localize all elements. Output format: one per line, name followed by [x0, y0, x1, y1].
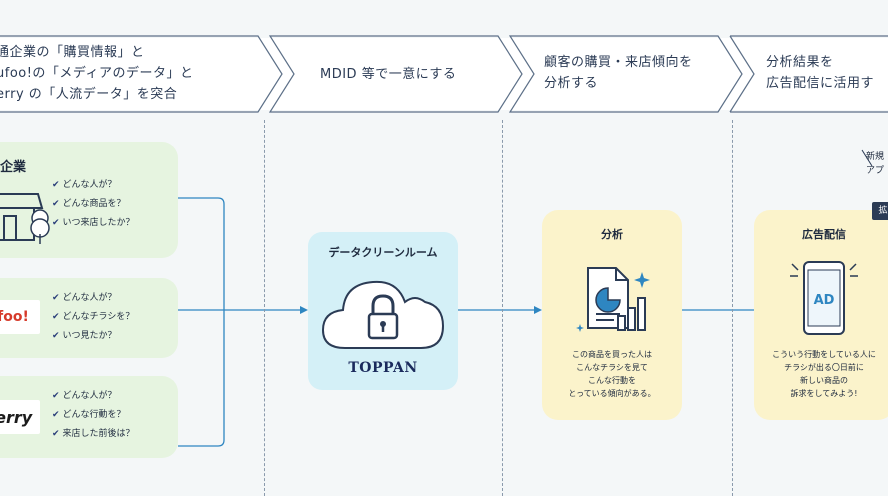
check-item: どんな人が？ [52, 387, 135, 406]
analysis-box: 分析 この商品を買った人は こんなチラシを見て こんな行動を とっている傾向があ… [542, 210, 682, 420]
stage-2-chevron [268, 35, 523, 113]
report-chart-icon [576, 267, 650, 332]
stage-3-chevron [508, 35, 743, 113]
stage-1-chevron [0, 35, 283, 113]
ad-delivery-title: 広告配信 [802, 228, 846, 241]
shufoo-logo-text: ufoo! [0, 309, 29, 325]
check-item: いつ来店したか？ [52, 214, 135, 233]
stage-2-text: MDID 等で一意にする [320, 67, 457, 82]
stage-4-text: 分析結果を 広告配信に活用す [766, 55, 875, 91]
analysis-title: 分析 [601, 228, 623, 241]
arrowhead-analysis [534, 306, 542, 314]
stage-4-chevron [729, 35, 888, 113]
stage-divider-1 [264, 120, 265, 496]
stage-divider-2 [502, 120, 503, 496]
check-item: どんなチラシを？ [52, 308, 135, 327]
source-retailer-name: 企業 [0, 160, 27, 175]
note-connector [861, 149, 873, 167]
stage-header-band [0, 38, 888, 110]
check-item: どんな人が？ [52, 176, 135, 195]
ad-screen-text: AD [814, 293, 835, 308]
analysis-description: この商品を買った人は こんなチラシを見て こんな行動を とっている傾向がある。 [568, 350, 656, 398]
stage-1-text: 通企業の「購買情報」と ufoo!の「メディアのデータ」と erry の「人流デ… [0, 45, 194, 102]
check-item: どんな商品を？ [52, 195, 135, 214]
stage-3-text: 顧客の購買・来店傾向を 分析する [544, 55, 693, 91]
stage-divider-3 [732, 120, 733, 496]
ad-delivery-box: 広告配信 AD こういう行動をしている人に チラシが出る〇日前に 新しい商品の … [754, 210, 888, 420]
check-item: どんな行動を？ [52, 406, 135, 425]
source-unerry-box: nerry どんな人が？ どんな行動を？ 来店した前後は？ [0, 376, 178, 458]
check-item: どんな人が？ [52, 289, 134, 308]
shufoo-logo: ufoo! [0, 300, 40, 334]
store-icon [0, 193, 50, 244]
arrowhead-cleanroom [300, 306, 308, 314]
source-unerry-checks: どんな人が？ どんな行動を？ 来店した前後は？ [52, 387, 135, 444]
clean-room-box: データクリーンルーム TOPPAN [308, 232, 458, 390]
source-retailer-checks: どんな人が？ どんな商品を？ いつ来店したか？ [52, 176, 135, 233]
source-shufoo-checks: どんな人が？ どんなチラシを？ いつ見たか？ [52, 289, 135, 346]
clean-room-title: データクリーンルーム [328, 246, 438, 259]
check-item: 来店した前後は？ [52, 425, 135, 444]
expand-tag: 拡 [872, 202, 888, 220]
unerry-logo: nerry [0, 400, 40, 434]
source-retailer-box: 企業 どんな人が？ どんな商品を？ いつ来店したか？ [0, 142, 178, 258]
check-item: いつ見たか？ [52, 327, 134, 346]
unerry-logo-text: nerry [0, 407, 33, 427]
new-app-note: 新規 アプ [866, 152, 885, 176]
toppan-logo-text: TOPPAN [348, 360, 418, 376]
smartphone-ad-icon: AD [790, 261, 858, 335]
lock-cloud-icon [321, 280, 445, 349]
ad-delivery-description: こういう行動をしている人に チラシが出る〇日前に 新しい商品の 訴求をしてみよう… [772, 350, 876, 398]
connector-source-1 [178, 197, 225, 447]
source-shufoo-box: ufoo! どんな人が？ どんなチラシを？ いつ見たか？ [0, 278, 178, 358]
